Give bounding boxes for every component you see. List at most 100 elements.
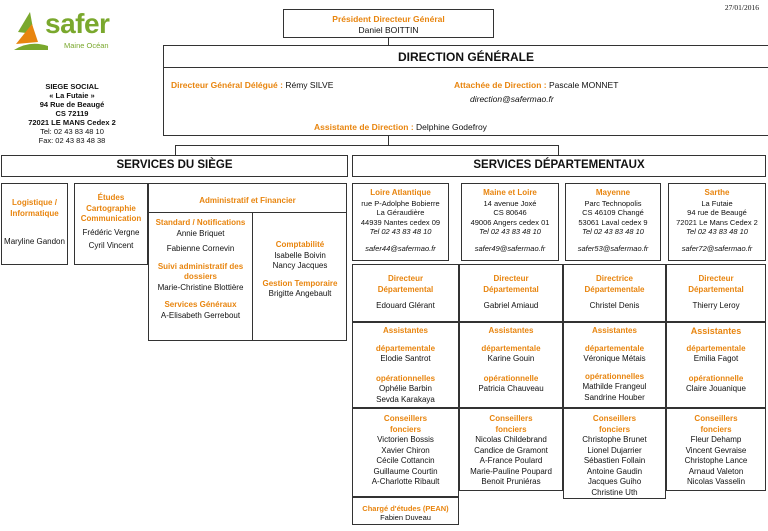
gestion-member: Brigitte Angebault [268,289,332,298]
director-box: Directrice Départementale Christel Denis [563,264,666,322]
conseillers-title: fonciers [700,424,732,434]
logo-tagline: Maine Océan [64,41,109,50]
dept-address: 44939 Nantes cedex 09 [360,217,441,227]
conseiller: Guillaume Courtin [373,466,438,476]
dept-name: Loire Atlantique [370,188,431,197]
director-box: Directeur Départemental Gabriel Amiaud [459,264,563,322]
president-role: Président Directeur Général [332,14,445,24]
conseillers-box: Conseillers fonciers Victorien Bossis Xa… [352,408,459,497]
suivi-title: dossiers [184,272,217,281]
connector [558,145,559,155]
attachee-email[interactable]: direction@safermao.fr [470,94,554,104]
assistante-name: Delphine Godefroy [416,122,487,132]
dgd-name: Rémy SILVE [285,80,334,90]
conseiller: Arnaud Valeton [688,466,744,476]
attachee-entry: Attachée de Direction : Pascale MONNET [454,80,618,90]
dept-address: 49006 Angers cedex 01 [470,217,550,227]
dept-address: 14 avenue Joxé [483,198,537,208]
director-box: Directeur Départemental Edouard Glérant [352,264,459,322]
conseiller: Antoine Gaudin [586,466,643,476]
assist-op-member: Sevda Karakaya [376,394,435,404]
dept-address: Parc Technopolis [584,198,642,208]
dept-box-maine-et-loire: Maine et Loire 14 avenue Joxé CS 80646 4… [461,183,559,261]
assist-op-title: opérationnelles [584,371,645,381]
dept-name: Sarthe [704,188,730,197]
assist-op-title: opérationnelle [688,373,744,383]
conseillers-title: Conseillers [694,414,738,423]
direction-generale-title: DIRECTION GÉNÉRALE [397,50,534,64]
director-title: Directeur [493,274,529,283]
safer-logo-icon [14,12,48,50]
dept-email[interactable]: safer49@safermao.fr [474,243,546,253]
dept-name: Mayenne [595,188,631,197]
etudes-title: Études [97,193,125,202]
dept-email[interactable]: safer53@safermao.fr [577,243,649,253]
assist-op-member: Claire Jouanique [685,384,747,393]
director-name: Christel Denis [589,301,640,310]
suivi-member: Marie-Christine Blottière [157,282,244,292]
etudes-box: Études Cartographie Communication Frédér… [74,183,148,265]
dept-address: CS 46109 Changé [582,208,644,217]
connector [388,38,389,45]
conseiller: Candice de Gramont [474,445,548,455]
admin-right-column: Comptabilité Isabelle Boivin Nancy Jacqu… [253,240,347,300]
director-title: Départementale [584,284,645,294]
conseiller: Fleur Dehamp [690,435,742,444]
conseiller: Sébastien Follain [583,456,646,465]
siege-fax: Fax: 02 43 83 48 38 [38,136,106,145]
dept-address: 53061 Laval cedex 9 [578,217,648,227]
dept-box-sarthe: Sarthe La Futaie 94 rue de Beaugé 72021 … [668,183,766,261]
standard-title: Standard / Notifications [155,218,246,227]
dept-email[interactable]: safer72@safermao.fr [681,243,753,253]
standard-member: Fabienne Cornevin [166,244,235,253]
dept-address: rue P-Adolphe Bobierre [361,198,440,208]
president-box: Président Directeur Général Daniel BOITT… [283,9,494,38]
assist-op-member: Patricia Chauveau [478,384,544,393]
assist-op-member: Ophélie Barbin [379,384,432,393]
dept-address: CS 80646 [493,208,527,217]
dept-address: 72021 Le Mans Cedex 2 [676,217,758,227]
director-title: Directrice [596,274,633,283]
director-title: Directeur [387,274,424,283]
conseiller: Nicolas Childebrand [475,435,547,444]
attachee-role: Attachée de Direction : [454,80,547,90]
siege-tel: Tel: 02 43 83 48 10 [40,127,104,136]
assistantes-box: Assistantes départementale Karine Gouin … [459,322,563,408]
connector [175,145,559,146]
conseillers-box: Conseillers fonciers Fleur Dehamp Vincen… [666,408,766,491]
charge-title: Chargé d'études (PEAN) [362,504,449,513]
assist-dep-member: Elodie Santrot [380,354,431,363]
director-title: Départemental [483,284,539,294]
assistante-role: Assistante de Direction : [314,122,414,132]
conseiller: Christophe Brunet [582,435,647,444]
president-name: Daniel BOITTIN [358,24,419,35]
compta-member: Nancy Jacques [272,261,328,270]
assistantes-title: Assistantes [383,326,428,335]
assist-dep-title: départementale [375,343,436,353]
charge-member: Fabien Duveau [380,513,431,522]
assistantes-box: Assistantes départementale Elodie Santro… [352,322,459,408]
standard-member: Annie Briquet [176,228,225,238]
dept-address: La Géraudière [376,208,425,217]
dept-address: 94 rue de Beaugé [687,208,747,217]
director-box: Directeur Départemental Thierry Leroy [666,264,766,322]
admin-financier-box: Administratif et Financier Standard / No… [148,183,347,341]
dept-email[interactable]: safer44@safermao.fr [365,243,436,253]
attachee-name: Pascale MONNET [548,80,619,90]
suivi-title: Suivi administratif des [157,261,244,271]
director-name: Thierry Leroy [692,301,740,310]
conseiller: Christophe Lance [684,456,748,465]
dept-box-loire-atlantique: Loire Atlantique rue P-Adolphe Bobierre … [352,183,449,261]
assist-op-title: opérationnelles [375,373,436,383]
assist-dep-member: Karine Gouin [487,354,535,363]
etudes-title: Cartographie [86,203,136,213]
director-name: Edouard Glérant [376,301,435,310]
conseillers-title: Conseillers [592,414,637,423]
services-departementaux-header: SERVICES DÉPARTEMENTAUX [352,155,766,177]
director-title: Départemental [688,284,744,294]
dept-tel: Tel 02 43 83 48 10 [582,227,644,236]
siege-line: 72021 LE MANS Cedex 2 [28,118,116,127]
siege-line: « La Futaie » [49,91,95,100]
charge-etudes-box: Chargé d'études (PEAN) Fabien Duveau [352,497,459,525]
conseillers-title: Conseillers [489,414,533,423]
